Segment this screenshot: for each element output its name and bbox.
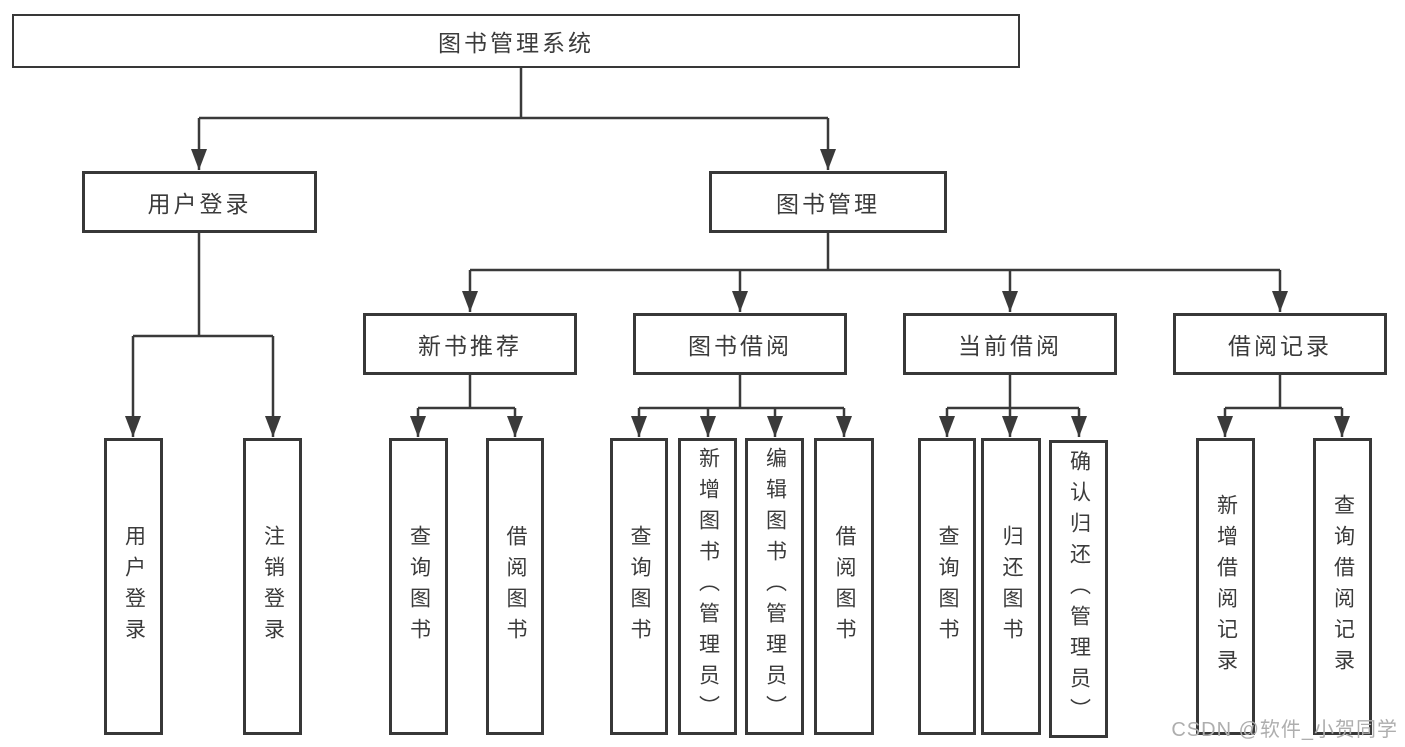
node-borrow-records: 借阅记录 [1173,313,1387,375]
connector-trunk-lines [133,68,1342,410]
csdn-watermark: CSDN @软件_小贺同学 [1171,719,1398,741]
leaf-add-books-admin: 新增图书（管理员） [678,438,737,735]
leaf-return-books: 归还图书 [981,438,1041,735]
leaf-add-borrow-record: 新增借阅记录 [1196,438,1255,735]
leaf-query-books-borrow: 查询图书 [610,438,668,735]
node-new-book-recommend: 新书推荐 [363,313,577,375]
leaf-confirm-return-admin: 确认归还（管理员） [1049,440,1108,738]
node-root-system: 图书管理系统 [12,14,1020,68]
node-user-login: 用户登录 [82,171,317,233]
leaf-user-login: 用户登录 [104,438,163,735]
node-book-borrow: 图书借阅 [633,313,847,375]
leaf-query-books-current: 查询图书 [918,438,976,735]
leaf-query-books-recommend: 查询图书 [389,438,448,735]
node-current-borrow: 当前借阅 [903,313,1117,375]
leaf-edit-books-admin: 编辑图书（管理员） [745,438,804,735]
leaf-query-borrow-record: 查询借阅记录 [1313,438,1372,735]
leaf-borrow-books: 借阅图书 [814,438,874,735]
leaf-borrow-books-recommend: 借阅图书 [486,438,544,735]
leaf-logout: 注销登录 [243,438,302,735]
node-book-management: 图书管理 [709,171,947,233]
